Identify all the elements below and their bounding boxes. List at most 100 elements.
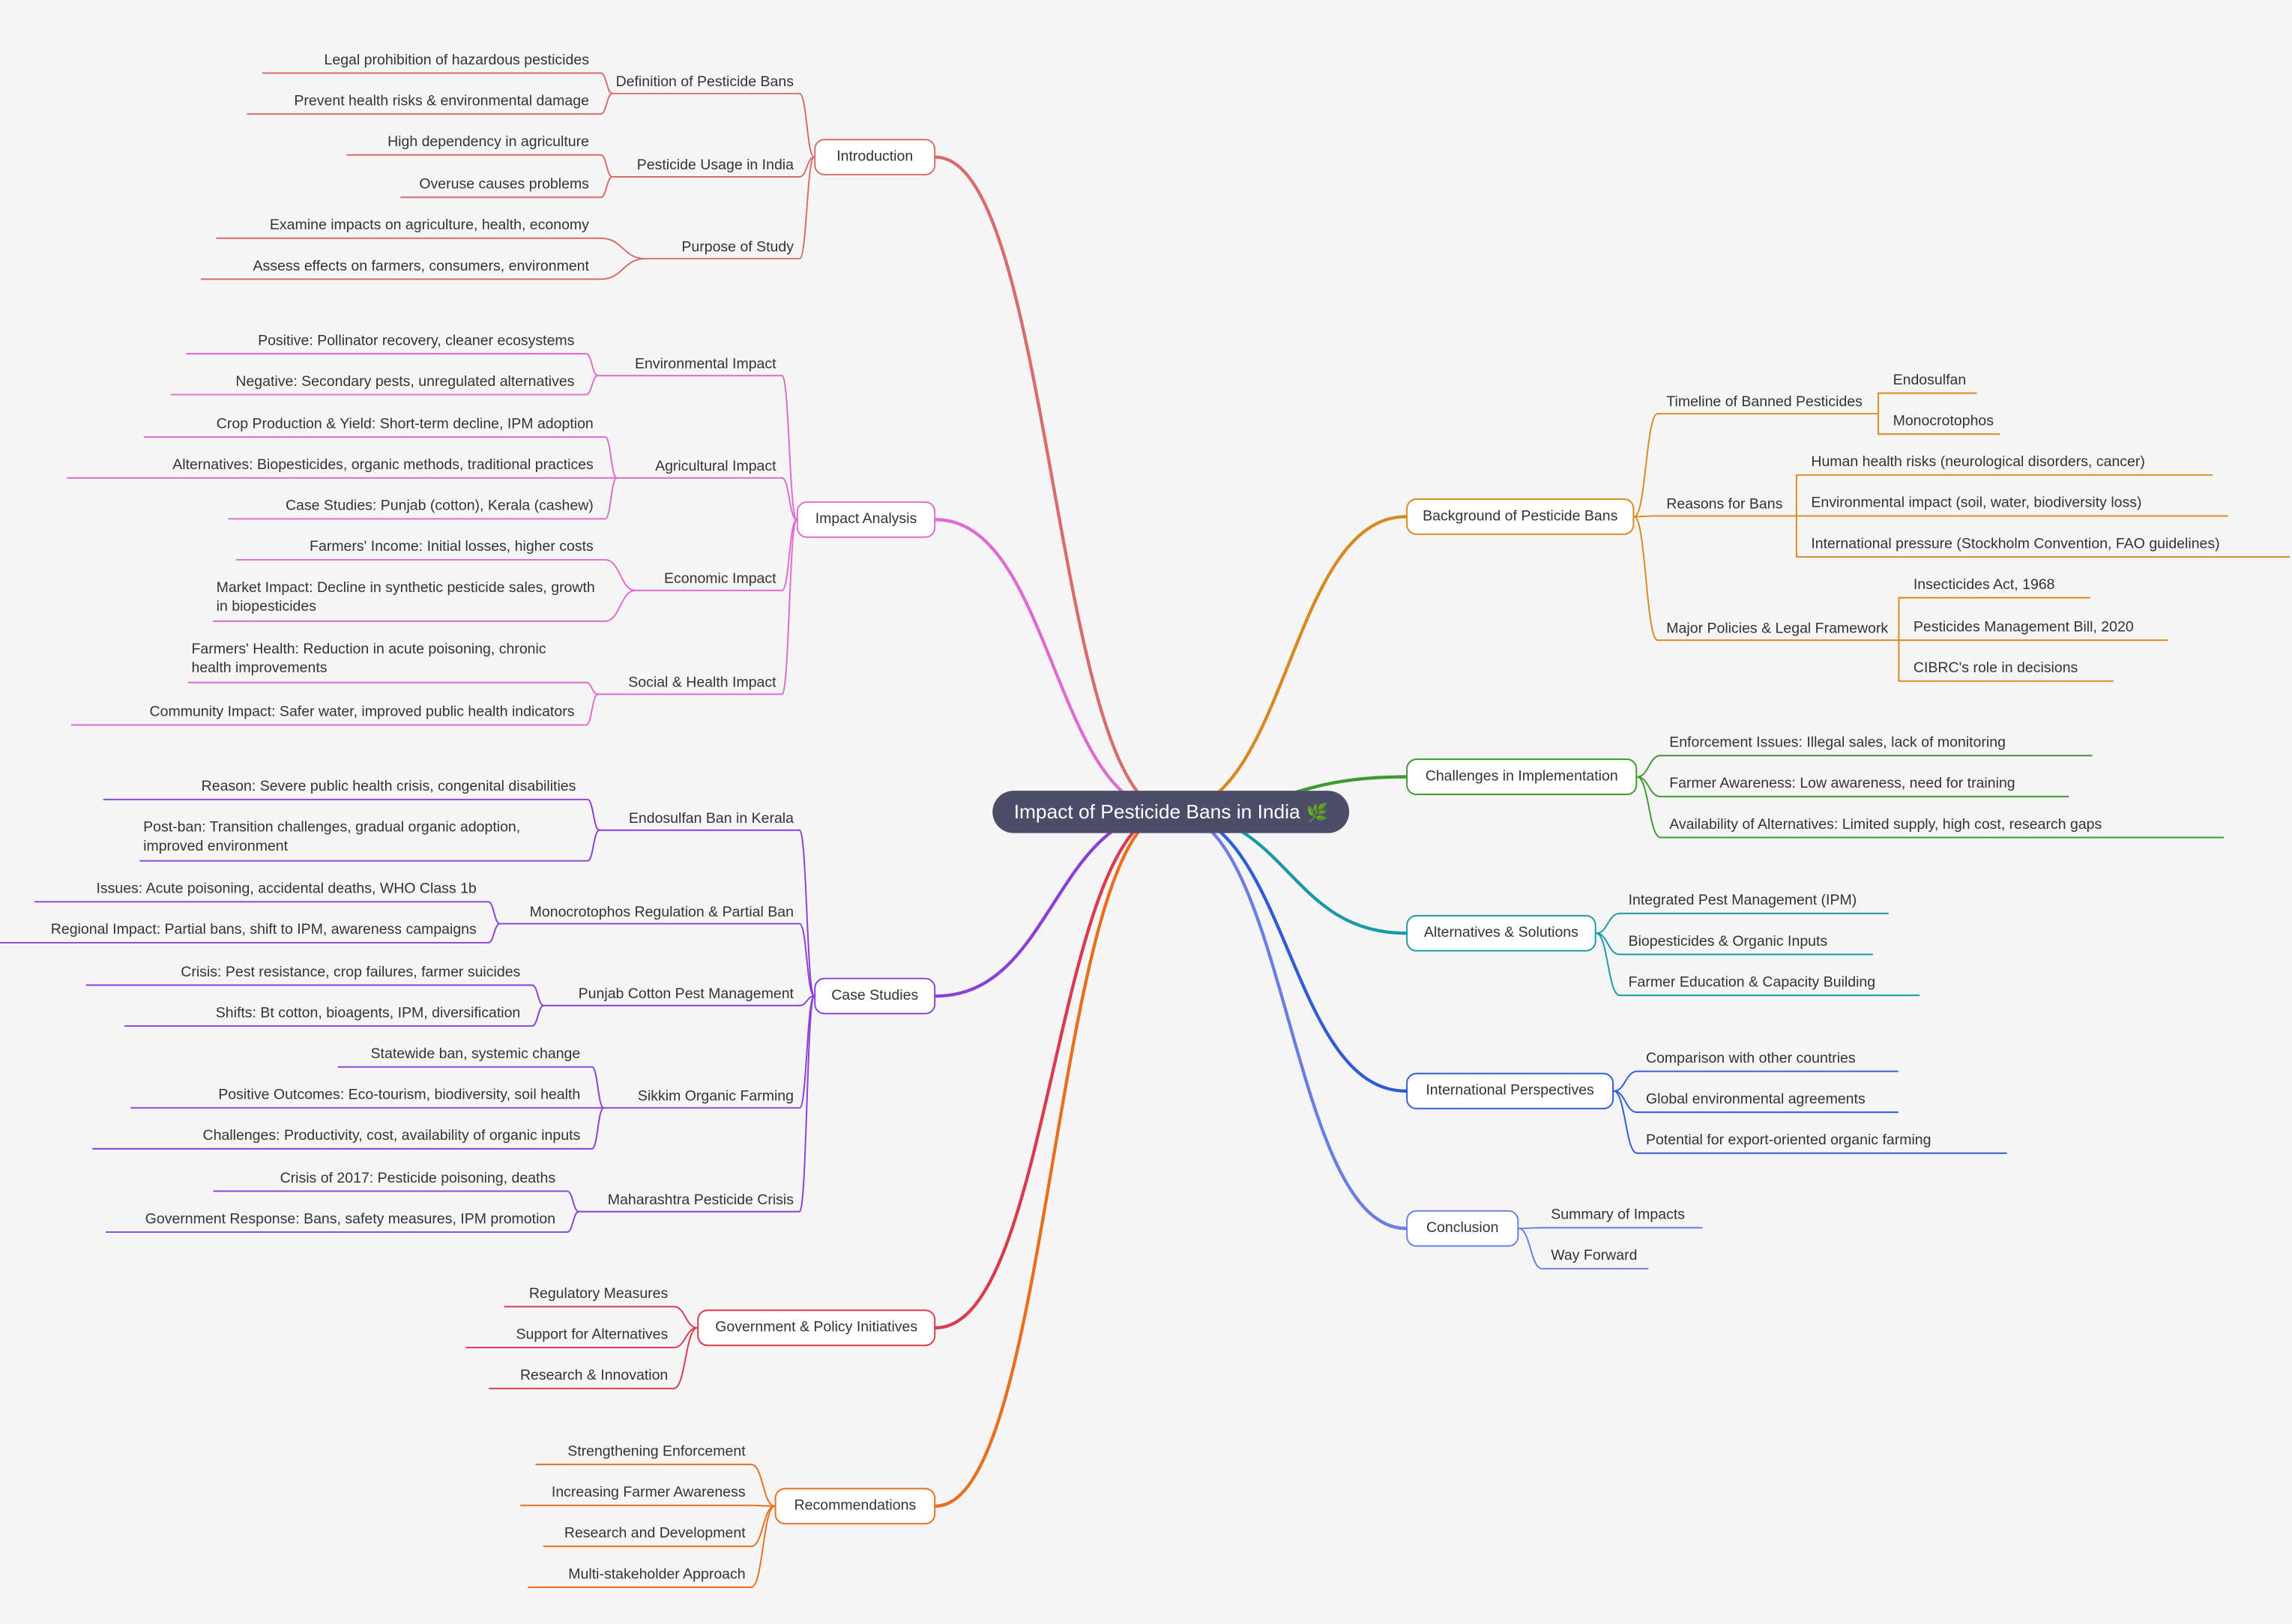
edge-background-0 bbox=[1633, 412, 1659, 518]
node-timeline-of-banned-pesticides[interactable]: Timeline of Banned Pesticides bbox=[1666, 394, 1863, 411]
leaf-icon: 🌿 bbox=[1306, 801, 1328, 823]
leaf-biopesticides-organic-inputs[interactable]: Biopesticides & Organic Inputs bbox=[1628, 934, 1828, 950]
leaf-farmer-education-capacity-building[interactable]: Farmer Education & Capacity Building bbox=[1628, 974, 1876, 991]
leaf-human-health-risks-neurological-disorder[interactable]: Human health risks (neurological disorde… bbox=[1811, 454, 2145, 471]
edge-case-1 bbox=[798, 923, 815, 997]
edge-root-conclusion bbox=[1169, 810, 1408, 1231]
leaf-potential-for-export-oriented-organic-fa[interactable]: Potential for export-oriented organic fa… bbox=[1645, 1132, 1931, 1149]
branch-impact[interactable]: Impact Analysis bbox=[796, 501, 936, 538]
leaf-environmental-impact-soil-water-biodiver[interactable]: Environmental impact (soil, water, biodi… bbox=[1811, 495, 2142, 512]
branch-international[interactable]: International Perspectives bbox=[1406, 1072, 1614, 1110]
branch-conclusion[interactable]: Conclusion bbox=[1406, 1210, 1519, 1247]
leaf-availability-of-alternatives-limited-sup[interactable]: Availability of Alternatives: Limited su… bbox=[1669, 817, 2102, 833]
node-punjab-cotton-pest-management[interactable]: Punjab Cotton Pest Management bbox=[578, 986, 794, 1003]
node-endosulfan-ban-in-kerala[interactable]: Endosulfan Ban in Kerala bbox=[628, 811, 794, 827]
leaf-overuse-causes-problems[interactable]: Overuse causes problems bbox=[419, 176, 589, 193]
leaf-reason-severe-public-health-crisis-conge[interactable]: Reason: Severe public health crisis, con… bbox=[201, 779, 576, 795]
edge-introduction-2 bbox=[798, 156, 815, 260]
branch-government[interactable]: Government & Policy Initiatives bbox=[697, 1309, 936, 1347]
edge-impact-3 bbox=[781, 519, 797, 695]
leaf-positive-pollinator-recovery-cleaner-eco[interactable]: Positive: Pollinator recovery, cleaner e… bbox=[258, 333, 575, 350]
edge-root-impact bbox=[934, 518, 1173, 814]
leaf-market-impact-decline-in-synthetic-pesti[interactable]: Market Impact: Decline in synthetic pest… bbox=[216, 580, 595, 616]
leaf-endosulfan[interactable]: Endosulfan bbox=[1893, 372, 1967, 389]
leaf-cibrc-s-role-in-decisions[interactable]: CIBRC's role in decisions bbox=[1913, 660, 2078, 677]
edge-challenges-0 bbox=[1636, 755, 1662, 778]
leaf-assess-effects-on-farmers-consumers-envi[interactable]: Assess effects on farmers, consumers, en… bbox=[253, 259, 589, 275]
leaf-alternatives-biopesticides-organic-metho[interactable]: Alternatives: Biopesticides, organic met… bbox=[172, 457, 594, 474]
edge-case-0 bbox=[798, 829, 815, 997]
leaf-insecticides-act-1968[interactable]: Insecticides Act, 1968 bbox=[1913, 577, 2055, 594]
leaf-multi-stakeholder-approach[interactable]: Multi-stakeholder Approach bbox=[568, 1566, 746, 1584]
node-sikkim-organic-farming[interactable]: Sikkim Organic Farming bbox=[637, 1088, 794, 1105]
leaf-challenges-productivity-cost-availabilit[interactable]: Challenges: Productivity, cost, availabi… bbox=[202, 1128, 581, 1145]
leaf-statewide-ban-systemic-change[interactable]: Statewide ban, systemic change bbox=[370, 1046, 581, 1063]
edge-case-2-0 bbox=[531, 984, 545, 1006]
leaf-case-studies-punjab-cotton-kerala-cashew[interactable]: Case Studies: Punjab (cotton), Kerala (c… bbox=[285, 498, 594, 515]
leaf-community-impact-safer-water-improved-pu[interactable]: Community Impact: Safer water, improved … bbox=[149, 704, 575, 721]
node-social-health-impact[interactable]: Social & Health Impact bbox=[628, 675, 776, 692]
branch-challenges[interactable]: Challenges in Implementation bbox=[1406, 758, 1638, 795]
branch-background[interactable]: Background of Pesticide Bans bbox=[1406, 498, 1635, 535]
leaf-way-forward[interactable]: Way Forward bbox=[1551, 1248, 1638, 1264]
node-maharashtra-pesticide-crisis[interactable]: Maharashtra Pesticide Crisis bbox=[607, 1192, 794, 1209]
leaf-farmers-income-initial-losses-higher-cos[interactable]: Farmers' Income: Initial losses, higher … bbox=[310, 539, 594, 556]
node-agricultural-impact[interactable]: Agricultural Impact bbox=[655, 459, 776, 475]
node-purpose-of-study[interactable]: Purpose of Study bbox=[681, 239, 794, 256]
leaf-crisis-pest-resistance-crop-failures-far[interactable]: Crisis: Pest resistance, crop failures, … bbox=[181, 965, 521, 981]
edge-impact-1-2 bbox=[604, 477, 618, 520]
node-pesticide-usage-in-india[interactable]: Pesticide Usage in India bbox=[636, 157, 794, 175]
edge-case-3-0 bbox=[591, 1066, 605, 1109]
leaf-regional-impact-partial-bans-shift-to-ip[interactable]: Regional Impact: Partial bans, shift to … bbox=[50, 922, 477, 939]
branch-case[interactable]: Case Studies bbox=[814, 977, 936, 1015]
node-economic-impact[interactable]: Economic Impact bbox=[663, 571, 776, 588]
leaf-farmer-awareness-low-awareness-need-for-[interactable]: Farmer Awareness: Low awareness, need fo… bbox=[1669, 776, 2015, 793]
leaf-summary-of-impacts[interactable]: Summary of Impacts bbox=[1551, 1207, 1686, 1224]
leaf-legal-prohibition-of-hazardous-pesticide[interactable]: Legal prohibition of hazardous pesticide… bbox=[324, 52, 589, 69]
leaf-positive-outcomes-eco-tourism-biodiversi[interactable]: Positive Outcomes: Eco-tourism, biodiver… bbox=[218, 1087, 581, 1104]
root-node[interactable]: Impact of Pesticide Bans in India🌿 bbox=[992, 791, 1350, 833]
node-major-policies-legal-framework[interactable]: Major Policies & Legal Framework bbox=[1666, 621, 1889, 638]
leaf-shifts-bt-cotton-bioagents-ipm-diversifi[interactable]: Shifts: Bt cotton, bioagents, IPM, diver… bbox=[215, 1005, 521, 1022]
edge-introduction-0-0 bbox=[600, 72, 614, 94]
leaf-global-environmental-agreements[interactable]: Global environmental agreements bbox=[1645, 1091, 1866, 1108]
edge-root-introduction bbox=[934, 155, 1173, 814]
edge-background-2 bbox=[1633, 516, 1659, 642]
leaf-prevent-health-risks-environmental-damag[interactable]: Prevent health risks & environmental dam… bbox=[294, 93, 589, 110]
leaf-enforcement-issues-illegal-sales-lack-of[interactable]: Enforcement Issues: Illegal sales, lack … bbox=[1669, 734, 2006, 752]
leaf-regulatory-measures[interactable]: Regulatory Measures bbox=[528, 1286, 669, 1302]
leaf-farmers-health-reduction-in-acute-poison[interactable]: Farmers' Health: Reduction in acute pois… bbox=[191, 642, 546, 677]
leaf-crisis-of-2017-pesticide-poisoning-death[interactable]: Crisis of 2017: Pesticide poisoning, dea… bbox=[280, 1171, 556, 1187]
leaf-post-ban-transition-challenges-gradual-o[interactable]: Post-ban: Transition challenges, gradual… bbox=[143, 820, 521, 855]
leaf-examine-impacts-on-agriculture-health-ec[interactable]: Examine impacts on agriculture, health, … bbox=[269, 217, 589, 235]
node-monocrotophos-regulation-partial-ban[interactable]: Monocrotophos Regulation & Partial Ban bbox=[529, 905, 794, 921]
leaf-pesticides-management-bill-2020[interactable]: Pesticides Management Bill, 2020 bbox=[1913, 619, 2134, 636]
edge-recommendations-2 bbox=[750, 1505, 776, 1548]
leaf-comparison-with-other-countries[interactable]: Comparison with other countries bbox=[1645, 1051, 1856, 1067]
node-environmental-impact[interactable]: Environmental Impact bbox=[634, 356, 776, 373]
leaf-strengthening-enforcement[interactable]: Strengthening Enforcement bbox=[567, 1443, 746, 1461]
leaf-government-response-bans-safety-measures[interactable]: Government Response: Bans, safety measur… bbox=[145, 1211, 556, 1228]
leaf-support-for-alternatives[interactable]: Support for Alternatives bbox=[516, 1326, 669, 1344]
leaf-increasing-farmer-awareness[interactable]: Increasing Farmer Awareness bbox=[551, 1485, 746, 1501]
leaf-crop-production-yield-short-term-decline[interactable]: Crop Production & Yield: Short-term decl… bbox=[216, 416, 594, 433]
branch-alternatives[interactable]: Alternatives & Solutions bbox=[1406, 914, 1596, 952]
leaf-negative-secondary-pests-unregulated-alt[interactable]: Negative: Secondary pests, unregulated a… bbox=[235, 374, 575, 390]
branch-recommendations[interactable]: Recommendations bbox=[774, 1488, 936, 1525]
leaf-issues-acute-poisoning-accidental-deaths[interactable]: Issues: Acute poisoning, accidental deat… bbox=[96, 881, 477, 898]
node-reasons-for-bans[interactable]: Reasons for Bans bbox=[1666, 497, 1783, 513]
edge-case-4-1 bbox=[566, 1210, 580, 1234]
leaf-international-pressure-stockholm-convent[interactable]: International pressure (Stockholm Conven… bbox=[1811, 536, 2220, 553]
leaf-monocrotophos[interactable]: Monocrotophos bbox=[1893, 413, 1994, 430]
leaf-research-and-development[interactable]: Research and Development bbox=[564, 1526, 746, 1542]
leaf-integrated-pest-management-ipm[interactable]: Integrated Pest Management (IPM) bbox=[1628, 893, 1857, 910]
edge-recommendations-3 bbox=[750, 1505, 776, 1588]
leaf-research-innovation[interactable]: Research & Innovation bbox=[519, 1368, 669, 1384]
edge-impact-1-0 bbox=[604, 436, 618, 479]
edge-case-3-2 bbox=[591, 1107, 605, 1150]
edge-root-background bbox=[1169, 515, 1408, 814]
leaf-high-dependency-in-agriculture[interactable]: High dependency in agriculture bbox=[387, 134, 589, 151]
node-definition-of-pesticide-bans[interactable]: Definition of Pesticide Bans bbox=[615, 74, 794, 91]
branch-introduction[interactable]: Introduction bbox=[814, 139, 936, 176]
edge-recommendations-0 bbox=[750, 1464, 776, 1507]
